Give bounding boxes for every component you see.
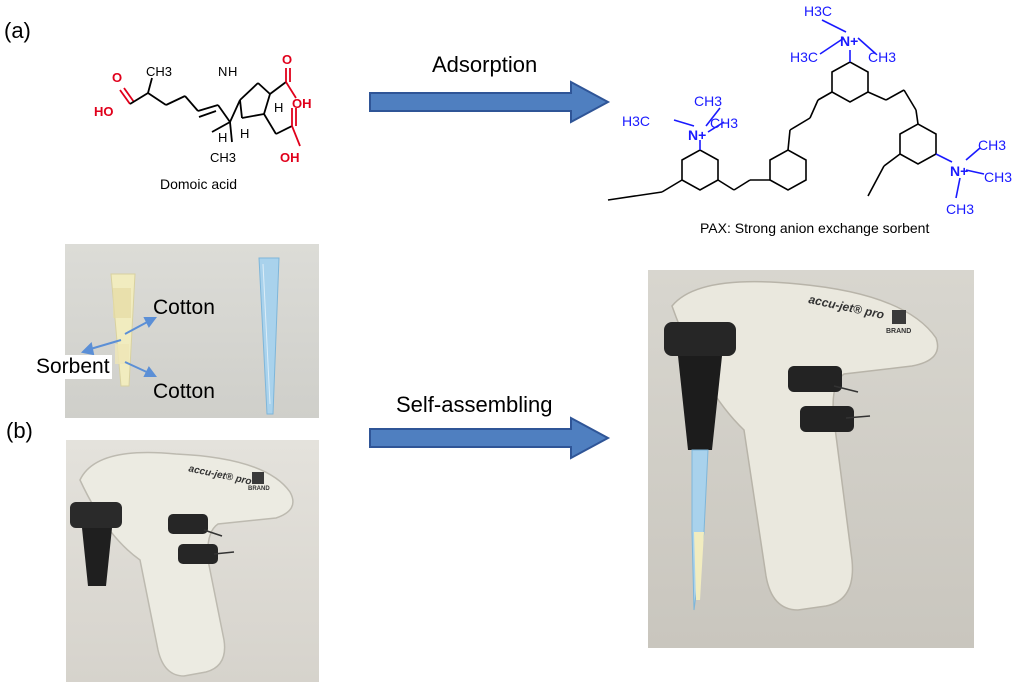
atom-oh-right: OH	[292, 96, 312, 111]
pax-left-ch3-right: CH3	[710, 115, 738, 131]
pax-right-ch3-bottom: CH3	[946, 201, 974, 217]
atom-h-ring3: H	[240, 126, 249, 141]
pax-right-n: N+	[950, 163, 968, 179]
pax-left-n: N+	[688, 127, 706, 143]
atom-oh-acid: OH	[280, 150, 300, 165]
atom-h-ring1: H	[274, 100, 283, 115]
pipette-controller-photo: accu-jet® pro BRAND	[66, 440, 319, 682]
pax-right-ch3-right: CH3	[984, 169, 1012, 185]
pax-top-n: N+	[840, 33, 858, 49]
atom-ch3-bottom: CH3	[210, 150, 236, 165]
pax-caption: PAX: Strong anion exchange sorbent	[700, 220, 930, 236]
atom-h-nh: H	[228, 64, 237, 79]
panel-label-a: (a)	[4, 18, 31, 43]
self-assembling-arrow	[369, 416, 611, 460]
pipette-controller-drawing	[70, 451, 294, 677]
pax-left-ch3-top: CH3	[694, 93, 722, 109]
atom-ch3-top: CH3	[146, 64, 172, 79]
atom-o-left: O	[112, 70, 122, 85]
label-cotton-bottom: Cotton	[153, 380, 215, 403]
label-cotton-top: Cotton	[153, 296, 215, 319]
adsorption-arrow	[369, 80, 611, 124]
assembled-device-drawing	[664, 280, 939, 611]
label-sorbent: Sorbent	[34, 355, 112, 379]
domoic-acid-caption: Domoic acid	[160, 176, 238, 192]
pax-top-ch3-right: CH3	[868, 49, 896, 65]
tip-photo-drawing	[80, 257, 280, 415]
maker-label-left: BRAND	[248, 486, 270, 492]
domoic-acid-structure: HO O CH3 N H O OH H H H CH3 O OH	[94, 52, 312, 165]
atom-nh: N	[218, 64, 227, 79]
atom-h-ring2: H	[218, 130, 227, 145]
pax-right-ch3-top: CH3	[978, 137, 1006, 153]
assembled-device-photo: accu-jet® pro BRAND	[648, 270, 974, 648]
pax-left-h3c: H3C	[622, 113, 650, 129]
pax-top-h3c-upper: H3C	[804, 3, 832, 19]
tip-photo: Cotton Cotton	[65, 244, 319, 418]
adsorption-label: Adsorption	[432, 52, 538, 77]
pax-top-h3c-left: H3C	[790, 49, 818, 65]
atom-o-right: O	[282, 52, 292, 67]
pax-structure: H3C H3C CH3 N+ H3C CH3 CH3 N+ N+ CH3 CH3…	[607, 3, 1012, 217]
atom-ho-left: HO	[94, 104, 114, 119]
self-assembling-label: Self-assembling	[396, 392, 553, 417]
panel-label-b: (b)	[6, 418, 33, 443]
maker-label-right: BRAND	[886, 328, 912, 335]
